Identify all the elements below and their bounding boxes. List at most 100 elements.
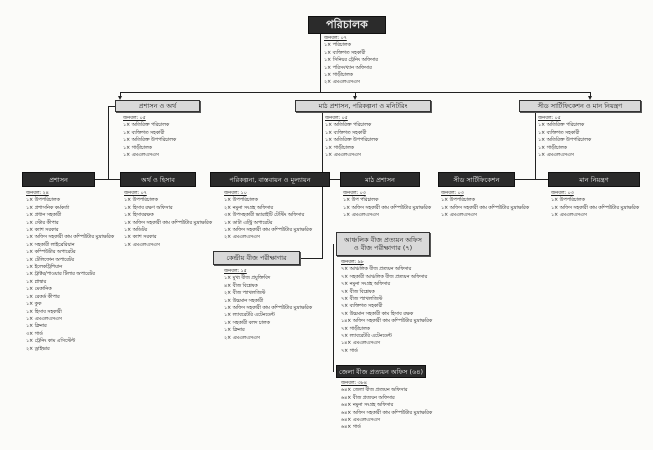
staff-item: ২× এমএলএসএস xyxy=(224,235,260,241)
staff-item: ১× অতিরিক্ত উপপরিচালক xyxy=(123,138,177,144)
staff-item: ১× প্রধান সহকারী xyxy=(26,213,62,219)
staff-item: ১× অফিস সহকারী কাম কম্পিউটার মুদ্রাক্ষরি… xyxy=(224,306,312,312)
staff-item: ১× অফিস সহকারী কাম কম্পিউটার মুদ্রাক্ষরি… xyxy=(224,228,312,234)
staff-item: ১× উপপরিচালক xyxy=(26,198,60,204)
staff-item: ১× হিসাবরক্ষক xyxy=(124,213,154,219)
connector xyxy=(333,244,334,372)
node-title: কেন্দ্রীয় বীজ পরীক্ষাগার xyxy=(226,254,287,262)
staff-item: ১× টেলিফোন অপারেটর xyxy=(26,257,74,263)
staff-count: জনবল: ০৫ xyxy=(538,116,561,121)
staff-item: ১× উপপরিচালক xyxy=(124,198,158,204)
staff-item: ১× প্রশাসনিক কর্মকর্তা xyxy=(26,205,70,211)
staff-item: ১× পরিচালক xyxy=(324,43,351,49)
staff-item: ১× কম্পিউটার অপারেটর xyxy=(26,250,76,256)
node-title: সীড সার্টিফিকেশন xyxy=(453,175,500,184)
staff-item: ৬৪× অফিস সহকারী কাম কম্পিউটার মুদ্রাক্ষর… xyxy=(341,410,433,416)
staff-item: ৬৪× জেলা বীজ প্রত্যয়ন অফিসার xyxy=(341,388,408,394)
connector xyxy=(355,92,356,97)
staff-item: ১× মেকানিক xyxy=(26,287,52,293)
node-certification: সীড সার্টিফিকেশন xyxy=(438,172,515,187)
staff-item: ১× গাড়ীচালক xyxy=(325,145,354,151)
staff-count: জনবল: ০৫ xyxy=(325,116,348,121)
node-title: মাঠ প্রশাসন xyxy=(365,175,395,184)
connector xyxy=(300,258,323,259)
staff-item: ১× অফিস সহকারী কাম কম্পিউটার মুদ্রাক্ষরি… xyxy=(441,205,529,211)
staff-item: ৬৪× এমএলএসএস xyxy=(341,418,380,424)
staff-item: ১× এমএলএসএস xyxy=(124,242,160,248)
node-title: অর্থ ও হিসাব xyxy=(141,175,175,184)
staff-item: ৭× ব্যক্তিগত সহকারী xyxy=(341,304,383,310)
staff-item: ১× ট্রাক্টর/পাওয়ার টিলার অপারেটর xyxy=(26,272,95,278)
staff-item: ৭× ল্যাবরেটরি এটেনডেন্ট xyxy=(341,334,392,340)
staff-item: ১× ডাটা এন্ট্রি অপারেটর xyxy=(224,220,273,226)
node-regional: আঞ্চলিক বীজ প্রত্যয়ন অফিস ও বীজ পরীক্ষা… xyxy=(336,232,430,256)
staff-item: ৩× গার্ড xyxy=(26,331,43,337)
staff-item: ১৪× অফিস সহকারী কাম কম্পিউটার মুদ্রাক্ষর… xyxy=(341,319,433,325)
node-title: পরিচালক xyxy=(326,18,368,31)
connector xyxy=(515,179,548,180)
staff-item: ৭× আঞ্চলিক বীজ প্রত্যয়ন অফিসার xyxy=(341,267,412,273)
connector xyxy=(108,106,109,179)
staff-item: ১× ব্যক্তিগত সহকারী xyxy=(123,130,165,136)
staff-count: জনবল: ০৫ xyxy=(123,116,146,121)
node-title: আঞ্চলিক বীজ প্রত্যয়ন অফিস ও বীজ পরীক্ষা… xyxy=(344,236,422,252)
staff-item: ৭× উচ্চমান সহকারী কাম হিসাব রক্ষক xyxy=(341,311,414,317)
staff-item: ১× এমএলএসএস xyxy=(123,153,159,159)
node-director: পরিচালক xyxy=(308,16,386,34)
staff-item: ১× গাড়ীচালক xyxy=(123,145,152,151)
staff-count: জনবল: ২৪ xyxy=(26,191,49,196)
staff-item: ৭× সহকারী আঞ্চলিক বীজ প্রত্যয়ন অফিসার xyxy=(341,274,428,280)
node-district: জেলা বীজ প্রত্যয়ন অফিস (৬৪) xyxy=(336,365,426,378)
staff-item: ১× সহকারী বলদ চালক xyxy=(224,320,270,326)
staff-item: ১× অতিরিক্ত পরিচালক xyxy=(325,123,372,129)
staff-item: ১× ল্যাবরেটরি এটেনডেন্ট xyxy=(224,313,275,319)
staff-item: ৭× নমুনা সংগ্রহ অফিসার xyxy=(341,282,391,288)
arrow-down-icon xyxy=(118,96,122,100)
staff-count: জনবল: ১০ xyxy=(224,191,247,196)
arrow-down-icon xyxy=(588,96,592,100)
node-administration: প্রশাসন xyxy=(22,172,95,187)
staff-item: ১× এমএলএসএস xyxy=(551,213,587,219)
staff-item: ১× উচ্চমান সহকারী xyxy=(224,298,264,304)
staff-item: ১× অতিরিক্ত উপপরিচালক xyxy=(538,138,592,144)
connector xyxy=(535,112,536,179)
staff-item: ৬৪× নমুনা সংগ্রহ অফিসার xyxy=(341,403,394,409)
staff-item: ৭× বীজ বিশ্লেষক xyxy=(341,289,375,295)
staff-item: ১× ব্যক্তিগত সহকারী xyxy=(325,130,367,136)
staff-item: ১× অফিস সহকারী কাম কম্পিউটার মুদ্রাক্ষরি… xyxy=(343,205,431,211)
staff-item: ১× অফিস সহকারী কাম কম্পিউটার মুদ্রাক্ষরি… xyxy=(551,205,639,211)
staff-item: ১× অতিরিক্ত পরিচালক xyxy=(123,123,170,129)
staff-count: জনবল: ০৩ xyxy=(441,191,464,196)
staff-count: জনবল: ১৫ xyxy=(224,269,247,274)
connector xyxy=(108,106,115,107)
staff-count: জনবল: ৯৮ xyxy=(341,260,364,265)
node-planning: পরিকল্পনা, বাস্তবায়ন ও মূল্যায়ন xyxy=(210,172,330,187)
staff-item: ১× সিনিয়র ট্রেনিং অফিসার xyxy=(324,58,378,64)
staff-item: ১× গাড়ীচালক xyxy=(538,145,567,151)
staff-item: ৭× গার্ড xyxy=(341,348,358,354)
staff-item: ১× ক্লিনার xyxy=(26,324,47,330)
staff-item: ১× এমএলএসএস xyxy=(538,153,574,159)
staff-count: জনবল: ০৩ xyxy=(551,191,574,196)
staff-item: ২× নমুনা সংগ্রহ অফিসার xyxy=(224,205,274,211)
connector xyxy=(120,92,121,97)
staff-item: ১× হিসাব রক্ষণ অফিসার xyxy=(124,205,173,211)
staff-item: ৬৪× গার্ড xyxy=(341,425,361,431)
staff-item: ১× রেকর্ড কীপার xyxy=(26,294,60,300)
staff-item: ১× ব্যক্তিগত সহকারী xyxy=(538,130,580,136)
staff-item: ১× ক্যাশ সরকার xyxy=(124,235,157,241)
staff-count: জনবল: ০৭ xyxy=(124,191,147,196)
staff-item: ১৪× এমএলএসএস xyxy=(341,341,380,347)
staff-item: ১× ব্যক্তিগত সহকারী xyxy=(324,50,366,56)
node-title: মান নিয়ন্ত্রণ xyxy=(579,175,609,184)
